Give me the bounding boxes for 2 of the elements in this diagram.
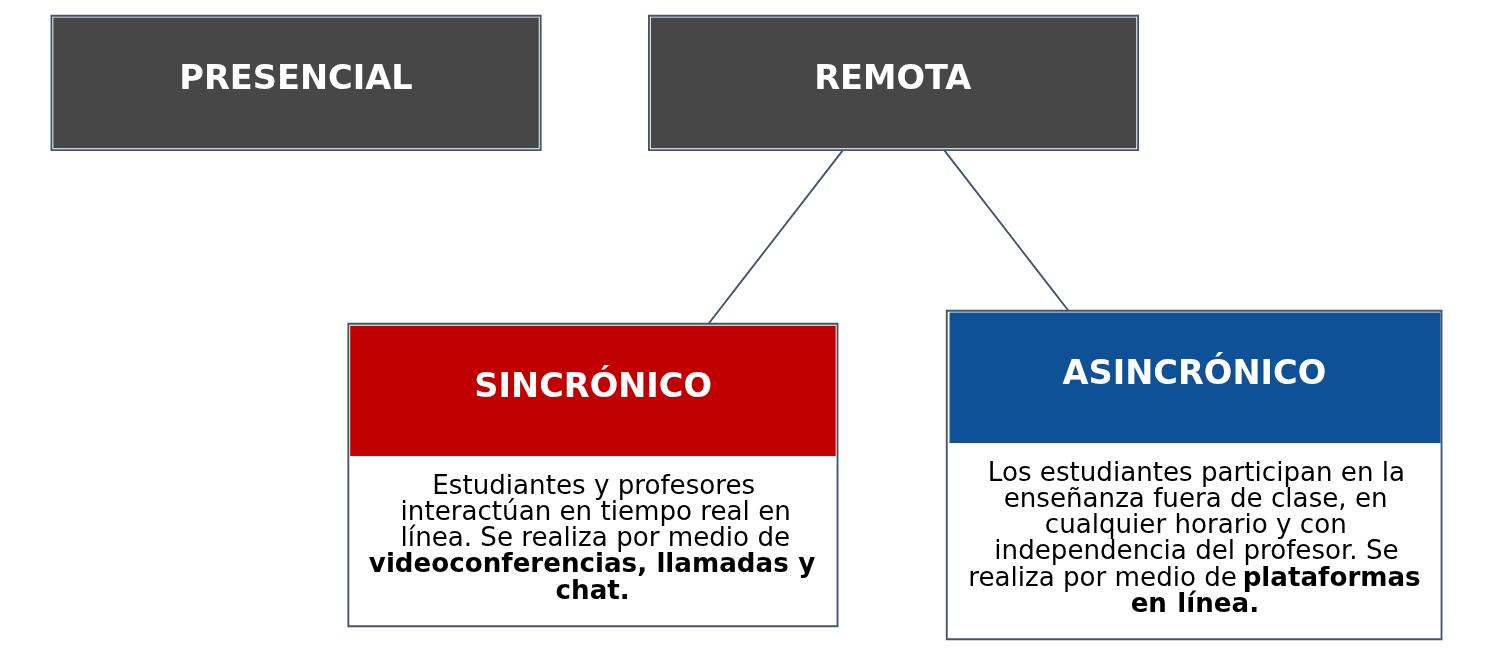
connector xyxy=(707,149,844,325)
connector xyxy=(943,149,1070,312)
